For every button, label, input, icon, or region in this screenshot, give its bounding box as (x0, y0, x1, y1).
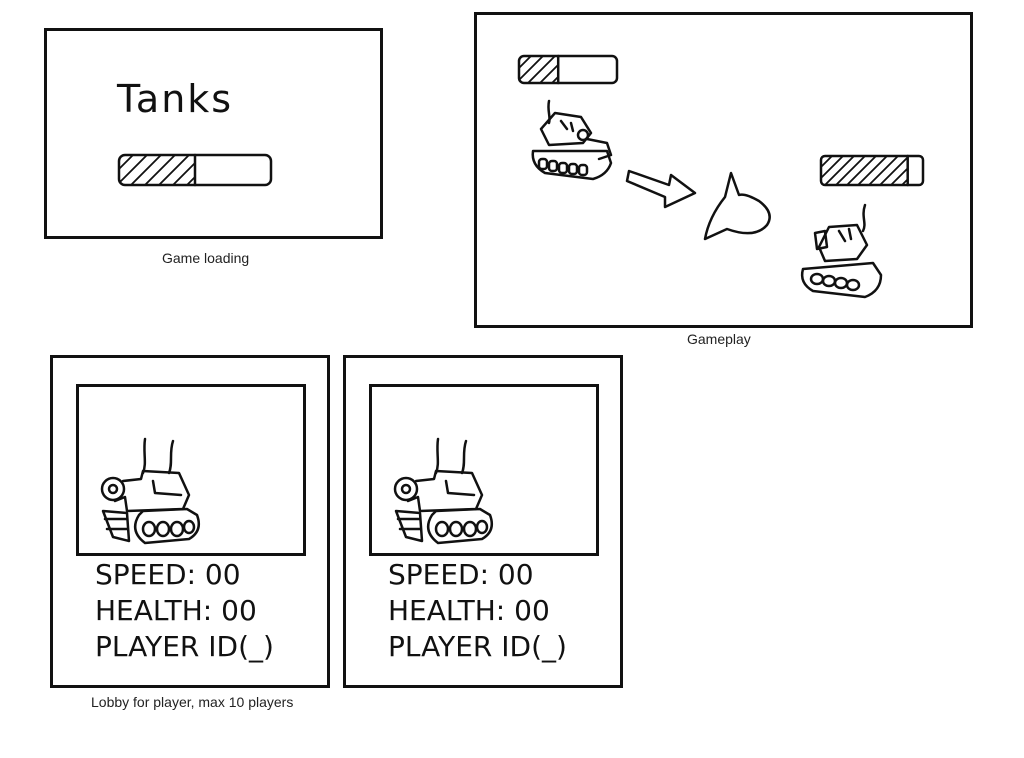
loading-caption: Game loading (162, 250, 249, 266)
gameplay-caption: Gameplay (687, 331, 751, 347)
lobby-card-1-player-id[interactable]: PLAYER ID(_) (95, 630, 274, 663)
tank-icon (386, 435, 506, 555)
hatch-stroke (504, 56, 531, 83)
lobby-card-2: SPEED: 00 HEALTH: 00 PLAYER ID(_) (343, 355, 623, 688)
lobby-card-1-speed: SPEED: 00 (95, 558, 241, 591)
projectile-icon (701, 169, 781, 245)
loading-screen-frame: Tanks (44, 28, 383, 239)
enemy-health-bar (819, 153, 927, 189)
hatch-stroke (89, 155, 119, 185)
hatch-stroke (492, 56, 519, 83)
hatch-stroke (528, 56, 555, 83)
lobby-card-1-preview (76, 384, 306, 556)
hatch-stroke (552, 56, 579, 83)
lobby-caption: Lobby for player, max 10 players (91, 694, 293, 710)
lobby-card-2-speed: SPEED: 00 (388, 558, 534, 591)
lobby-card-1-health: HEALTH: 00 (95, 594, 257, 627)
gameplay-frame (474, 12, 973, 328)
player-tank-icon (527, 99, 627, 189)
lobby-card-2-player-id[interactable]: PLAYER ID(_) (388, 630, 567, 663)
hatch-stroke (540, 56, 567, 83)
lobby-card-1: SPEED: 00 HEALTH: 00 PLAYER ID(_) (50, 355, 330, 688)
tank-icon (93, 435, 213, 555)
game-title: Tanks (117, 77, 233, 121)
loading-progress-bar (117, 149, 277, 189)
hatch-stroke (792, 156, 821, 185)
lobby-card-2-health: HEALTH: 00 (388, 594, 550, 627)
enemy-tank-icon (795, 203, 895, 303)
player-health-bar (517, 53, 621, 87)
lobby-card-2-preview (369, 384, 599, 556)
arrow-right-icon (625, 159, 705, 209)
